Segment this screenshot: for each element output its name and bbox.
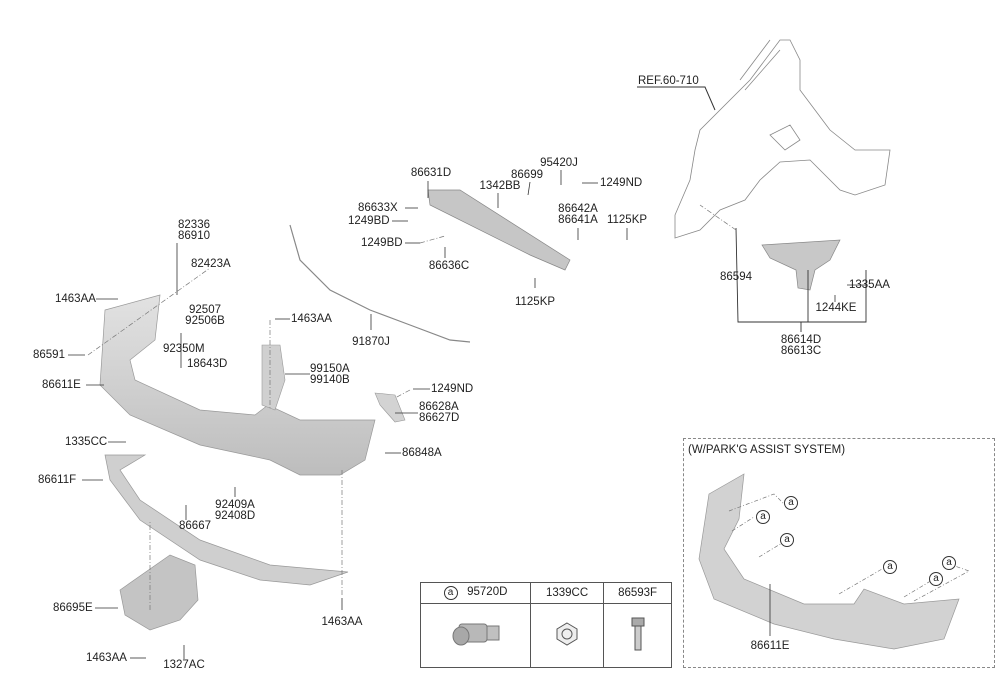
reflector	[374, 392, 406, 423]
part-label-86636C: 86636C	[428, 260, 470, 272]
callout-a: a	[756, 510, 770, 524]
part-label-91870J: 91870J	[352, 336, 390, 348]
part-label-95420J: 95420J	[540, 157, 578, 169]
reference-leader	[637, 86, 716, 111]
part-label-1249ND: 1249ND	[431, 383, 474, 395]
part-label-86627D: 86627D	[419, 412, 460, 424]
part-label-92409A: 92409A	[215, 499, 255, 511]
part-label-1249ND: 1249ND	[600, 177, 643, 189]
back-beam	[427, 189, 571, 271]
park-assist-inset: (W/PARK'G ASSIST SYSTEM) a a a a a a 866…	[683, 438, 995, 668]
callout-a: a	[883, 560, 897, 574]
part-label-86594: 86594	[720, 271, 752, 283]
inset-title: (W/PARK'G ASSIST SYSTEM)	[688, 444, 846, 456]
part-label-86631D: 86631D	[410, 167, 452, 179]
part-label-1463AA: 1463AA	[86, 652, 127, 664]
part-label-1244KE: 1244KE	[815, 302, 857, 314]
callout-a: a	[942, 556, 956, 570]
side-bracket	[761, 239, 841, 291]
part-label-1335CC: 1335CC	[65, 436, 108, 448]
part-label-1463AA: 1463AA	[321, 616, 363, 628]
part-label-1249BD: 1249BD	[348, 215, 390, 227]
part-label-86613C: 86613C	[780, 345, 822, 357]
callout-a: a	[929, 572, 943, 586]
inset-part-label-86611E: 86611E	[750, 640, 790, 652]
part-label-86641A: 86641A	[558, 214, 598, 226]
part-label-86611E: 86611E	[42, 379, 81, 391]
part-label-82336: 82336	[178, 219, 210, 231]
part-label-92507: 92507	[189, 304, 221, 316]
part-label-99150A: 99150A	[310, 363, 350, 375]
part-label-1125KP: 1125KP	[606, 214, 648, 226]
part-label-86591: 86591	[33, 349, 65, 361]
part-label-1125KP: 1125KP	[514, 296, 556, 308]
part-label-86699: 86699	[511, 169, 543, 181]
parts-table-header-95720D: a 95720D	[420, 582, 531, 604]
nut-icon	[529, 603, 605, 668]
part-label-99140B: 99140B	[310, 374, 350, 386]
parts-table-header-86593F: 86593F	[603, 582, 672, 604]
sensor-bracket	[261, 344, 286, 411]
quarter-panel-outline	[674, 39, 891, 239]
part-label-1327AC: 1327AC	[163, 659, 205, 671]
part-label-92408D: 92408D	[214, 510, 256, 522]
part-label-1249BD: 1249BD	[361, 237, 403, 249]
part-label-86633X: 86633X	[358, 202, 398, 214]
part-label-86611F: 86611F	[38, 474, 77, 486]
part-label-86910: 86910	[178, 230, 210, 242]
part-label-86695E: 86695E	[53, 602, 93, 614]
part-label-86614D: 86614D	[780, 334, 822, 346]
part-label-92350M: 92350M	[163, 343, 205, 355]
parts-table-header-1339CC: 1339CC	[529, 582, 605, 604]
assembly-lines	[87, 204, 737, 610]
callout-circle: a	[443, 586, 458, 600]
callout-a: a	[780, 533, 794, 547]
parts-table: a 95720D 1339CC 86593F	[420, 582, 672, 668]
part-label-1463AA: 1463AA	[55, 293, 96, 305]
wiring-harness	[289, 224, 471, 343]
part-label-1342BB: 1342BB	[479, 180, 521, 192]
part-label-86628A: 86628A	[419, 401, 459, 413]
rear-bumper-cover	[99, 294, 376, 476]
lower-diffuser	[104, 454, 349, 586]
part-label-1335AA: 1335AA	[849, 279, 890, 291]
callout-a: a	[784, 496, 798, 510]
reference-label: REF.60-710	[638, 75, 699, 87]
bolt-icon	[603, 603, 672, 668]
inset-bumper	[698, 473, 970, 650]
part-label-1463AA: 1463AA	[291, 313, 332, 325]
part-label-86848A: 86848A	[402, 447, 442, 459]
part-label-82423A: 82423A	[191, 258, 231, 270]
part-label-18643D: 18643D	[187, 358, 228, 370]
parking-sensor-icon	[420, 603, 531, 668]
leader-lines	[68, 170, 866, 659]
part-label-92506B: 92506B	[185, 315, 225, 327]
part-label-86642A: 86642A	[558, 203, 598, 215]
part-label-86667: 86667	[179, 520, 211, 532]
under-cover	[119, 554, 199, 631]
